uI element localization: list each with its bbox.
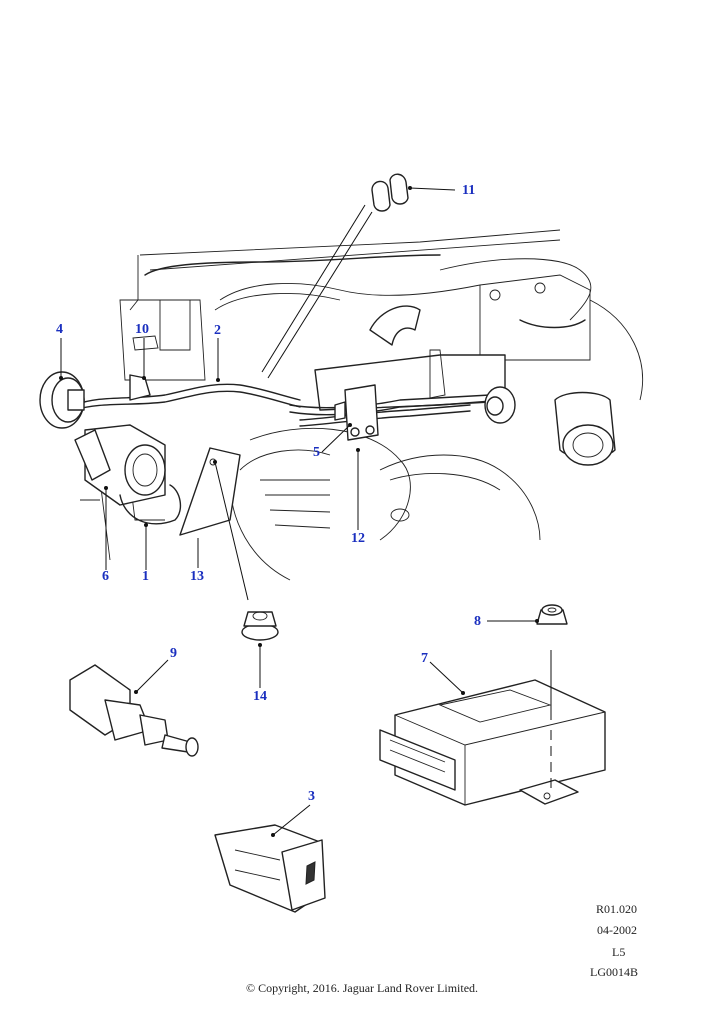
callout-13: 13	[190, 569, 204, 584]
leader-lines	[59, 186, 552, 837]
part-8-nut	[536, 604, 568, 625]
copyright-notice: © Copyright, 2016. Jaguar Land Rover Lim…	[245, 981, 479, 995]
callout-11: 11	[462, 183, 476, 198]
part-13-shield	[179, 447, 241, 536]
part-9-switch	[69, 664, 199, 757]
pulley-end	[484, 386, 516, 424]
part-11-clip	[371, 173, 409, 212]
part-14-nut	[241, 611, 279, 641]
callout-4: 4	[56, 322, 63, 337]
callout-9: 9	[170, 646, 177, 661]
part-3-switch	[214, 824, 326, 913]
drawing-id: LG0014B	[590, 965, 638, 979]
part-5-12-bracket	[334, 384, 379, 441]
callout-7: 7	[421, 651, 428, 666]
callout-2: 2	[214, 323, 221, 338]
callout-14: 14	[253, 689, 267, 704]
callout-10: 10	[135, 322, 149, 337]
callout-8: 8	[474, 614, 481, 629]
callout-5: 5	[313, 445, 320, 460]
part-4-sensor	[39, 371, 85, 429]
part-7-module	[379, 679, 606, 806]
ref-code: R01.020	[596, 902, 638, 916]
part-1-6-actuator	[74, 335, 182, 525]
callout-12: 12	[351, 531, 365, 546]
callout-6: 6	[102, 569, 109, 584]
level-code: L5	[612, 945, 626, 959]
drawing-date: 04-2002	[597, 923, 637, 937]
callout-1: 1	[142, 569, 149, 584]
callout-3: 3	[308, 789, 315, 804]
